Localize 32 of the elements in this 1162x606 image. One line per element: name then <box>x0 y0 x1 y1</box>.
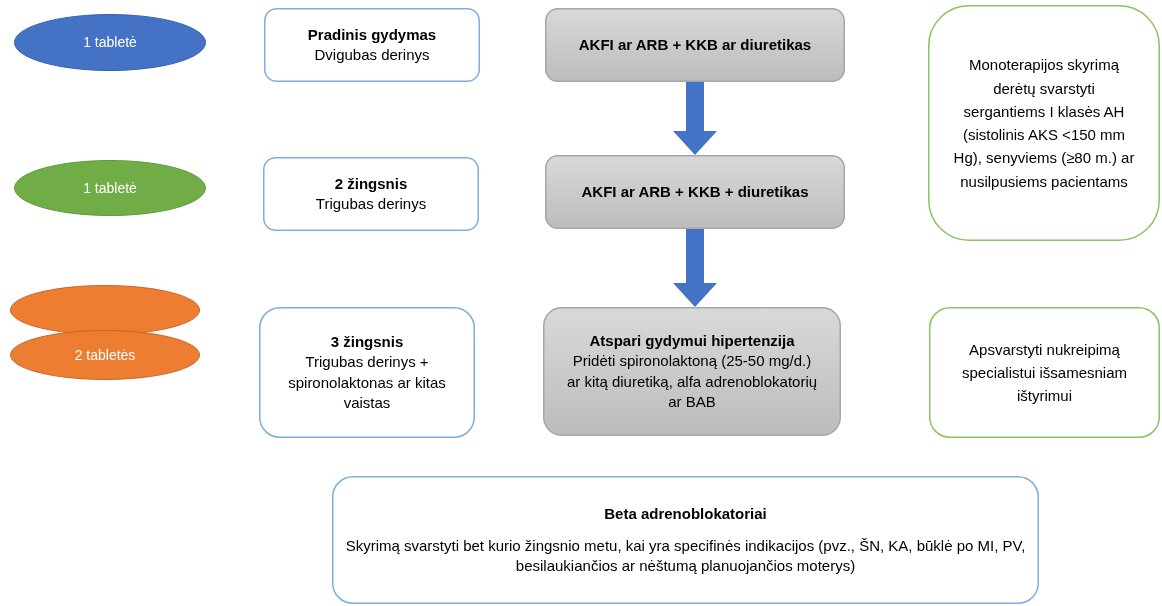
box-text: Monoterapijos skyrimą derėtų svarstyti sergantiems I klasės AH (sistolinis AKS <150 mm Hg), senyviems (≥80 m.) ar nusilpusiems pacientams <box>952 55 1136 192</box>
box-text: Dvigubas derinys <box>314 45 430 65</box>
box-text: Apsvarstyti nukreipimą specialistui išsamesniam ištyrimui <box>960 339 1129 407</box>
note-box <box>929 307 1160 438</box>
step-box <box>264 8 480 82</box>
treatment-box <box>545 8 845 82</box>
box-text: AKFI ar ARB + KKB ar diuretikas <box>578 34 812 55</box>
step-box <box>332 476 1039 604</box>
box-text: AKFI ar ARB + KKB + diuretikas <box>581 181 809 202</box>
treatment-box <box>543 307 841 436</box>
tablet-ellipse <box>14 160 206 216</box>
box-text: Pridėti spironolaktoną (25-50 mg/d.) ar kitą diuretiką, alfa adrenoblokatorių ar BAB <box>565 351 819 412</box>
box-heading: Atspari gydymui hipertenzija <box>588 331 796 351</box>
box-heading: Pradinis gydymas <box>307 24 437 45</box>
empty-ellipse <box>10 285 200 335</box>
tablet-ellipse <box>10 330 200 380</box>
box-text: Trigubas derinys <box>315 194 427 214</box>
arrow <box>673 82 717 155</box>
tablet-ellipse <box>14 14 206 71</box>
box-text: 2 tabletės <box>74 345 136 365</box>
arrow <box>673 229 717 307</box>
box-text: 1 tabletė <box>83 33 137 52</box>
treatment-box <box>545 155 845 229</box>
box-text: Skyrimą svarstyti bet kurio žingsnio metu, kai yra specifinės indikacijos (pvz., ŠN, KA, būklė po MI, PV, besilaukiančios ar nėštumą planuojančios moterys) <box>344 535 1027 577</box>
box-heading: Beta adrenoblokatoriai <box>604 503 767 524</box>
step-box <box>263 157 479 231</box>
box-text: Trigubas derinys + spironolaktonas ar kitas vaistas <box>287 352 447 413</box>
step-box <box>259 307 475 438</box>
note-box <box>928 5 1160 241</box>
box-heading: 3 žingsnis <box>330 332 404 352</box>
box-text: 1 tabletė <box>83 178 137 198</box>
box-heading: 2 žingsnis <box>334 173 408 194</box>
